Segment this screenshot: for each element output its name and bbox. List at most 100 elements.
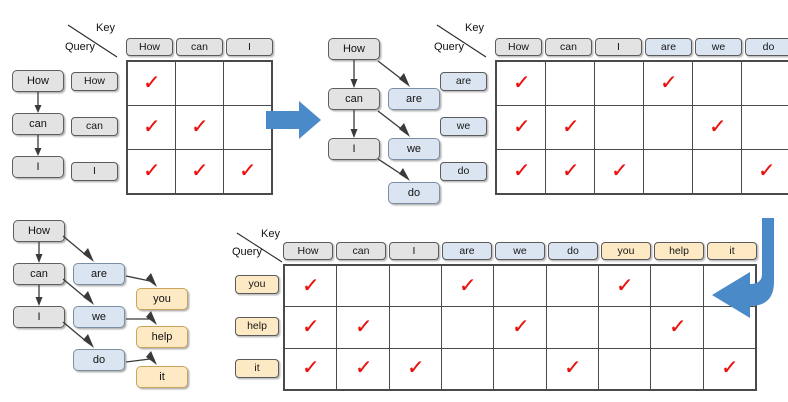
attention-cell-checked[interactable]: ✓ (496, 105, 546, 150)
attention-cell-empty[interactable] (440, 347, 495, 391)
tree-node-how[interactable]: How (12, 70, 64, 92)
column-header-are[interactable]: are (645, 38, 692, 56)
row-label-are[interactable]: are (440, 72, 487, 91)
tree-node-are[interactable]: are (388, 88, 440, 110)
attention-cell-empty[interactable] (650, 264, 704, 308)
column-header-can[interactable]: can (545, 38, 592, 56)
attention-cell-empty[interactable] (594, 61, 644, 106)
attention-cell-empty[interactable] (336, 264, 390, 308)
column-header-how[interactable]: How (283, 242, 333, 260)
row-label-it[interactable]: it (235, 359, 279, 378)
tree-node-do[interactable]: do (73, 349, 125, 371)
column-header-we[interactable]: we (695, 38, 742, 56)
tree-node-we[interactable]: we (73, 306, 125, 328)
attention-cell-checked[interactable]: ✓ (336, 347, 390, 391)
attention-cell-checked[interactable]: ✓ (545, 149, 595, 194)
tree-node-do[interactable]: do (388, 182, 440, 204)
attention-cell-empty[interactable] (597, 306, 652, 349)
column-header-do[interactable]: do (745, 38, 788, 56)
column-header-help[interactable]: help (654, 242, 704, 260)
attention-cell-empty[interactable] (545, 264, 599, 308)
attention-grid[interactable]: ✓✓✓✓✓✓✓✓✓ (495, 60, 788, 195)
attention-cell-empty[interactable] (692, 149, 742, 194)
tree-node-i[interactable]: I (12, 156, 64, 178)
column-header-i[interactable]: I (226, 38, 273, 56)
attention-cell-checked[interactable]: ✓ (496, 149, 546, 194)
attention-cell-checked[interactable]: ✓ (175, 149, 224, 194)
attention-cell-empty[interactable] (440, 306, 495, 349)
column-header-you[interactable]: you (601, 242, 651, 260)
row-label-you[interactable]: you (235, 275, 279, 294)
attention-cell-checked[interactable]: ✓ (493, 306, 547, 349)
attention-cell-empty[interactable] (388, 306, 442, 349)
column-header-do[interactable]: do (548, 242, 598, 260)
row-label-help[interactable]: help (235, 317, 279, 336)
column-header-can[interactable]: can (176, 38, 223, 56)
column-header-how[interactable]: How (495, 38, 542, 56)
attention-cell-checked[interactable]: ✓ (650, 306, 704, 349)
attention-cell-empty[interactable] (493, 347, 547, 391)
attention-cell-empty[interactable] (388, 264, 442, 308)
attention-cell-empty[interactable] (643, 149, 693, 194)
attention-cell-checked[interactable]: ✓ (175, 105, 224, 150)
attention-cell-empty[interactable] (594, 105, 644, 150)
attention-cell-checked[interactable]: ✓ (223, 149, 272, 194)
row-label-we[interactable]: we (440, 117, 487, 136)
tree-node-i[interactable]: I (13, 306, 65, 328)
attention-cell-checked[interactable]: ✓ (594, 149, 644, 194)
attention-cell-empty[interactable] (545, 306, 599, 349)
tree-node-you[interactable]: you (136, 288, 188, 310)
attention-cell-checked[interactable]: ✓ (127, 105, 176, 150)
attention-cell-checked[interactable]: ✓ (597, 264, 652, 308)
attention-cell-checked[interactable]: ✓ (283, 347, 338, 391)
column-header-i[interactable]: I (595, 38, 642, 56)
attention-cell-checked[interactable]: ✓ (496, 61, 546, 106)
attention-cell-empty[interactable] (692, 61, 742, 106)
tree-node-i[interactable]: I (328, 138, 380, 160)
attention-cell-empty[interactable] (741, 105, 788, 150)
row-label-can[interactable]: can (71, 117, 118, 136)
attention-cell-checked[interactable]: ✓ (545, 105, 595, 150)
attention-grid[interactable]: ✓✓✓✓✓✓ (126, 60, 273, 195)
attention-cell-empty[interactable] (223, 61, 272, 106)
attention-cell-empty[interactable] (223, 105, 272, 150)
tree-node-can[interactable]: can (12, 113, 64, 135)
attention-cell-checked[interactable]: ✓ (692, 105, 742, 150)
attention-cell-empty[interactable] (545, 61, 595, 106)
attention-cell-empty[interactable] (493, 264, 547, 308)
attention-cell-checked[interactable]: ✓ (127, 149, 176, 194)
tree-node-can[interactable]: can (328, 88, 380, 110)
attention-cell-checked[interactable]: ✓ (283, 306, 338, 349)
column-header-we[interactable]: we (495, 242, 545, 260)
attention-cell-empty[interactable] (597, 347, 652, 391)
tree-node-how[interactable]: How (328, 38, 380, 60)
attention-cell-checked[interactable]: ✓ (283, 264, 338, 308)
row-label-how[interactable]: How (71, 72, 118, 91)
attention-grid[interactable]: ✓✓✓✓✓✓✓✓✓✓✓✓ (283, 264, 757, 391)
attention-cell-checked[interactable]: ✓ (545, 347, 599, 391)
tree-node-help[interactable]: help (136, 326, 188, 348)
tree-node-can[interactable]: can (13, 263, 65, 285)
row-label-do[interactable]: do (440, 162, 487, 181)
column-header-how[interactable]: How (126, 38, 173, 56)
row-label-i[interactable]: I (71, 162, 118, 181)
attention-cell-checked[interactable]: ✓ (741, 149, 788, 194)
column-header-are[interactable]: are (442, 242, 492, 260)
attention-cell-checked[interactable]: ✓ (440, 264, 495, 308)
attention-cell-checked[interactable]: ✓ (388, 347, 442, 391)
column-header-it[interactable]: it (707, 242, 757, 260)
column-header-i[interactable]: I (389, 242, 439, 260)
attention-cell-checked[interactable]: ✓ (643, 61, 693, 106)
tree-node-how[interactable]: How (13, 220, 65, 242)
attention-cell-empty[interactable] (175, 61, 224, 106)
tree-node-it[interactable]: it (136, 366, 188, 388)
attention-cell-empty[interactable] (741, 61, 788, 106)
tree-node-are[interactable]: are (73, 263, 125, 285)
attention-cell-checked[interactable]: ✓ (127, 61, 176, 106)
attention-cell-empty[interactable] (643, 105, 693, 150)
attention-cell-empty[interactable] (650, 347, 704, 391)
column-header-can[interactable]: can (336, 242, 386, 260)
attention-cell-checked[interactable]: ✓ (702, 347, 757, 391)
tree-node-we[interactable]: we (388, 138, 440, 160)
attention-cell-checked[interactable]: ✓ (336, 306, 390, 349)
